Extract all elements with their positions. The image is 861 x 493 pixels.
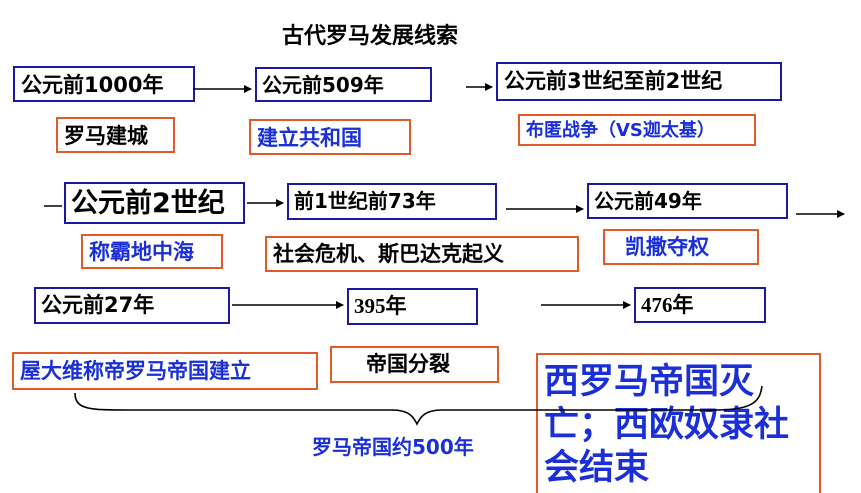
brace-label: 罗马帝国约500年 [312, 435, 474, 459]
diagram-title: 古代罗马发展线索 [282, 24, 459, 49]
date-label: 476年 [641, 293, 694, 317]
event-box-crisis-spartacus: 社会危机、斯巴达克起义 [265, 236, 579, 272]
date-box-476: 476年 [634, 287, 766, 323]
date-label: 公元前509年 [262, 73, 384, 97]
event-label: 称霸地中海 [89, 240, 194, 264]
event-label: 建立共和国 [257, 126, 362, 150]
date-box-395: 395年 [347, 288, 478, 325]
event-label: 屋大维称帝罗马帝国建立 [20, 359, 251, 383]
date-box-49bc: 公元前49年 [587, 183, 788, 219]
date-label: 公元前1000年 [21, 73, 164, 97]
event-box-empire-split: 帝国分裂 [330, 346, 499, 383]
event-label: 罗马建城 [64, 124, 148, 148]
date-box-1000bc: 公元前1000年 [13, 66, 195, 102]
date-label: 公元前2世纪 [71, 188, 225, 219]
event-box-caesar: 凯撒夺权 [603, 229, 759, 265]
event-label: 西罗马帝国灭亡；西欧奴隶社会结束 [544, 362, 790, 488]
date-label: 公元前49年 [594, 189, 702, 213]
date-label: 395年 [354, 294, 407, 318]
event-box-western-fall: 西罗马帝国灭亡；西欧奴隶社会结束 [536, 353, 821, 493]
event-label: 社会危机、斯巴达克起义 [273, 242, 504, 266]
date-box-2nd-century-bc: 公元前2世纪 [64, 182, 245, 224]
event-box-republic: 建立共和国 [249, 119, 411, 155]
date-box-73bc: 前1世纪前73年 [287, 183, 497, 220]
event-box-punic-wars: 布匿战争（VS迦太基） [518, 114, 756, 146]
date-label: 公元前3世纪至前2世纪 [504, 69, 723, 93]
event-label: 帝国分裂 [366, 352, 450, 376]
event-label: 布匿战争（VS迦太基） [526, 120, 715, 141]
event-label: 凯撒夺权 [625, 235, 709, 259]
date-box-27bc: 公元前27年 [34, 287, 230, 324]
date-box-509bc: 公元前509年 [255, 67, 432, 102]
event-box-empire-established: 屋大维称帝罗马帝国建立 [12, 352, 318, 390]
date-label: 前1世纪前73年 [294, 189, 436, 213]
brace-empire-span [74, 385, 763, 426]
event-box-mediterranean: 称霸地中海 [81, 234, 223, 269]
date-label: 公元前27年 [41, 293, 155, 317]
date-box-3rd-2nd-century-bc: 公元前3世纪至前2世纪 [496, 62, 782, 101]
event-box-founding: 罗马建城 [56, 117, 175, 153]
